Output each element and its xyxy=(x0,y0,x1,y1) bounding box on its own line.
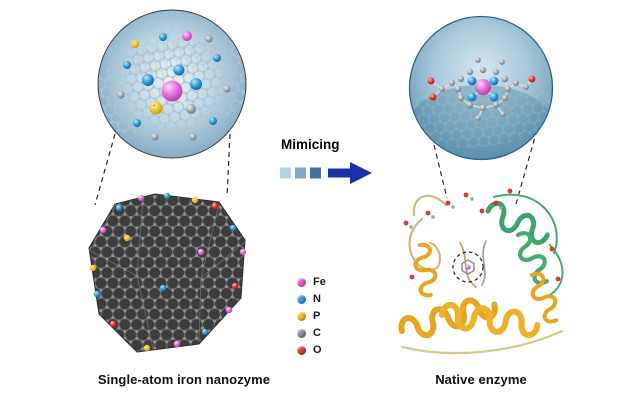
surface-oxygen-dots xyxy=(403,188,561,282)
legend-dot-o xyxy=(297,346,306,355)
heme-ring-carbons xyxy=(439,57,529,121)
heme-oxygens xyxy=(427,75,536,101)
enzyme-zoom-svg xyxy=(408,15,554,161)
protein-ribbons xyxy=(399,193,564,355)
scattered-atoms xyxy=(117,31,231,141)
nanozyme-particle-svg xyxy=(88,192,247,353)
gradient-step-3 xyxy=(310,167,321,179)
graphene-site-illustration xyxy=(98,10,246,158)
active-site-fe xyxy=(465,264,471,270)
p-atom xyxy=(149,101,163,115)
legend-item-c: C xyxy=(297,328,326,339)
graphene-sheet-back xyxy=(105,21,245,77)
mimicking-label: Mimicing xyxy=(281,137,340,152)
gradient-step-1 xyxy=(280,167,291,179)
arrow-head xyxy=(328,162,372,184)
legend-label-n: N xyxy=(313,293,321,305)
legend-label-c: C xyxy=(313,327,321,339)
c-atom xyxy=(186,104,196,114)
dashed-lines-group xyxy=(94,129,538,206)
caption-right: Native enzyme xyxy=(435,372,527,387)
heme-site-illustration xyxy=(409,16,553,160)
legend-label-o: O xyxy=(313,344,322,356)
gradient-step-2 xyxy=(295,167,306,179)
active-site xyxy=(452,251,484,283)
active-site-hexagon xyxy=(461,259,475,275)
native-enzyme-structure xyxy=(390,183,576,367)
legend-item-o: O xyxy=(297,345,326,356)
legend-item-p: P xyxy=(297,311,326,322)
mimicking-arrow xyxy=(280,162,372,184)
n-atom xyxy=(190,78,202,90)
fe-atom-center xyxy=(475,79,491,95)
n-atom xyxy=(173,64,185,76)
legend-dot-fe xyxy=(297,278,306,287)
enzyme-zoom-inset xyxy=(408,15,554,161)
inset-border xyxy=(97,9,247,159)
n-atom xyxy=(142,74,154,86)
nanozyme-particle xyxy=(83,190,253,362)
nanozyme-zoom-svg xyxy=(97,9,247,159)
caption-left: Single-atom iron nanozyme xyxy=(97,372,271,387)
legend-label-fe: Fe xyxy=(313,276,326,288)
fe-atom-center xyxy=(161,80,183,102)
atom-legend: Fe N P C O xyxy=(297,277,326,356)
doped-atoms xyxy=(89,192,247,352)
carbon-polyhedron xyxy=(88,193,246,353)
inset-border xyxy=(408,15,554,161)
protein-svg xyxy=(390,188,576,355)
heme-nitrogens xyxy=(467,76,499,102)
legend-dot-p xyxy=(297,312,306,321)
legend-dot-c xyxy=(297,329,306,338)
active-site-dashed-ring xyxy=(452,251,484,283)
legend-dot-n xyxy=(297,295,306,304)
legend-label-p: P xyxy=(313,310,321,322)
facet-edges xyxy=(88,197,246,349)
legend-item-fe: Fe xyxy=(297,277,326,288)
nanozyme-zoom-inset xyxy=(97,9,247,159)
legend-item-n: N xyxy=(297,294,326,305)
